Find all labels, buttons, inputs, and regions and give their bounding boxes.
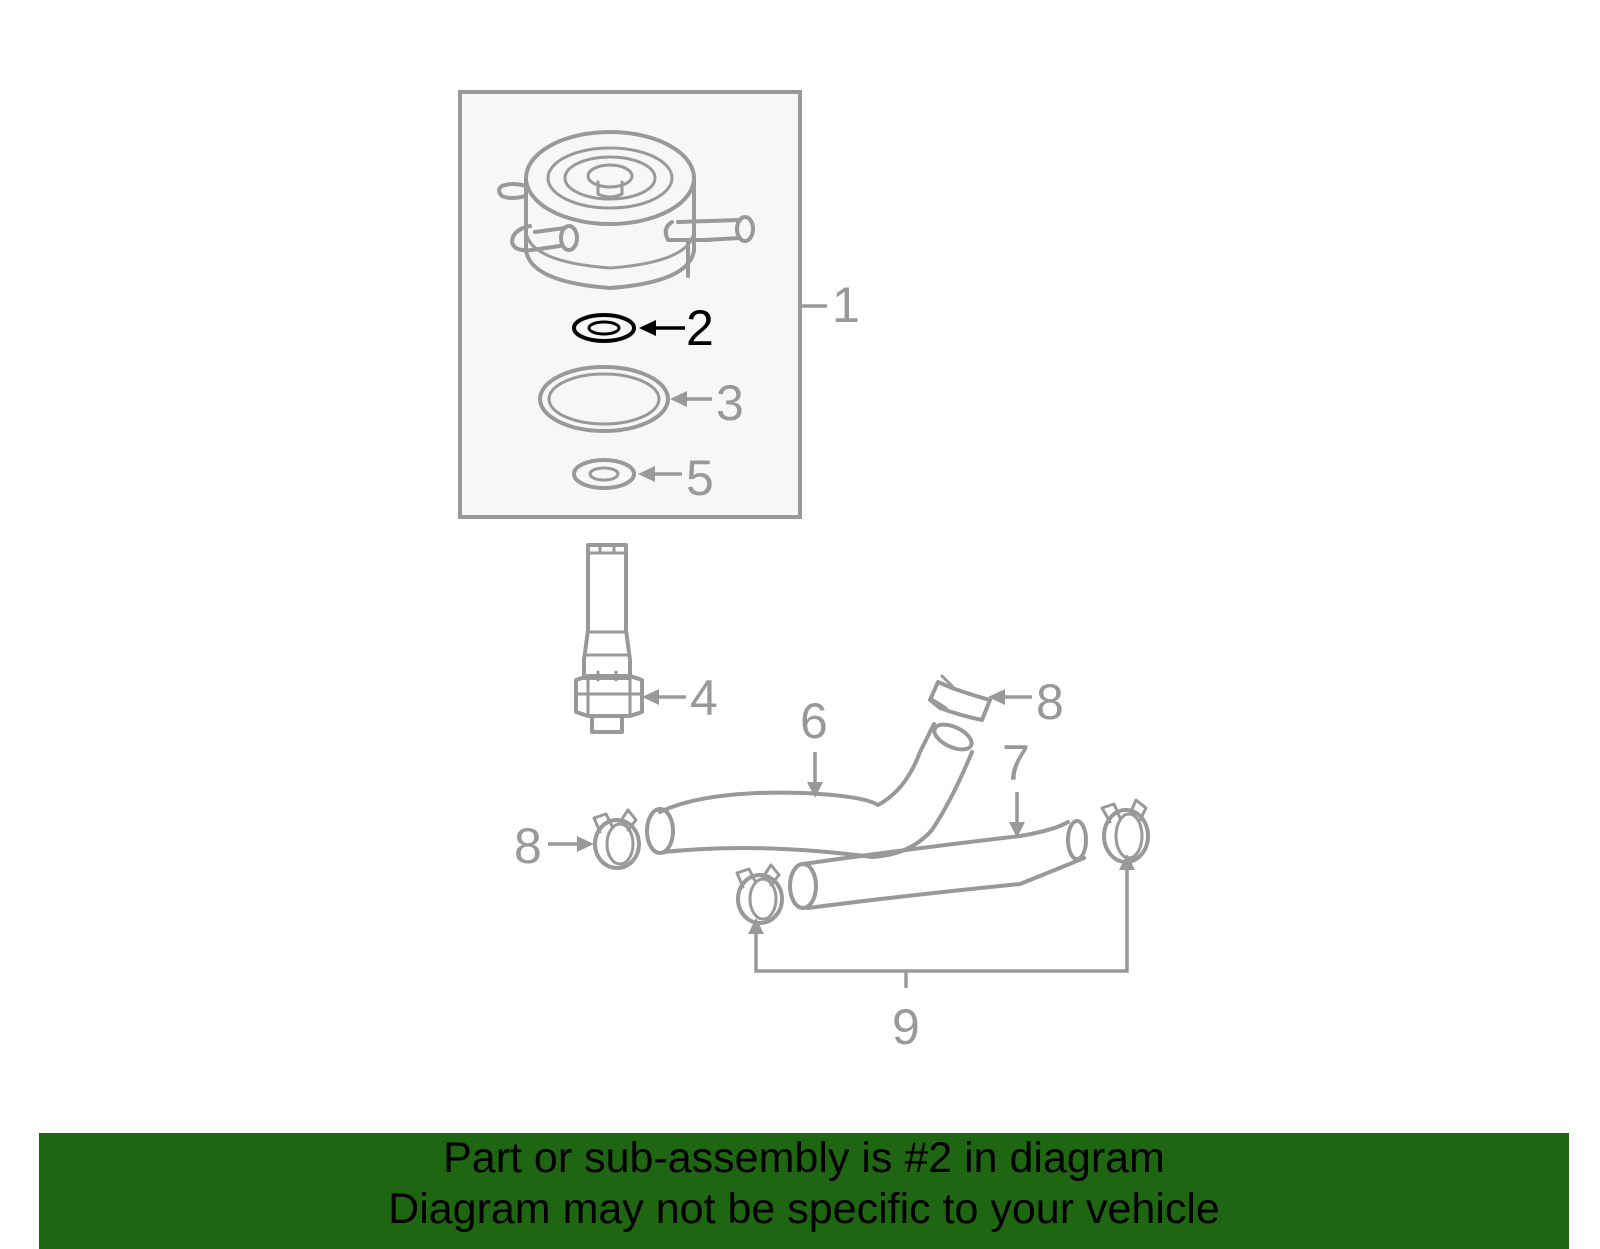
arrow-2 xyxy=(639,320,656,336)
info-banner: Part or sub-assembly is #2 in diagram Di… xyxy=(39,1133,1569,1249)
part-6-hose-icon[interactable] xyxy=(645,719,975,859)
assembly-box xyxy=(458,90,802,519)
arrow-3 xyxy=(670,391,687,407)
part-5-washer-inner xyxy=(588,466,620,482)
part-3-gasket-inner xyxy=(547,372,661,426)
part-8-clamp-left-icon[interactable] xyxy=(592,808,641,870)
callout-5: 5 xyxy=(686,450,714,506)
part-2-oring-icon[interactable] xyxy=(572,313,636,343)
part-9-clamp-right-icon[interactable] xyxy=(1100,798,1150,864)
part-5-washer-icon[interactable] xyxy=(572,458,636,490)
callout-2[interactable]: 2 xyxy=(686,300,714,356)
callout-3: 3 xyxy=(716,375,744,431)
callout-1: 1 xyxy=(832,277,860,333)
part-7-hose-icon[interactable] xyxy=(788,819,1088,910)
arrow-8-top xyxy=(988,689,1005,705)
banner-line-2: Diagram may not be specific to your vehi… xyxy=(388,1185,1220,1233)
callout-8-left: 8 xyxy=(514,818,542,874)
part-4-union-bolt-icon[interactable] xyxy=(574,543,644,734)
part-2-oring-inner xyxy=(587,320,621,336)
part-9-clamp-left-icon[interactable] xyxy=(735,863,784,925)
arrow-8-left xyxy=(577,836,594,852)
part-8-clamp-top-icon[interactable] xyxy=(928,674,992,722)
arrow-9-right xyxy=(1119,854,1135,870)
arrow-9-left xyxy=(748,918,764,934)
arrow-7 xyxy=(1009,822,1025,838)
callout-4: 4 xyxy=(690,670,718,726)
callout-8-top: 8 xyxy=(1036,674,1064,730)
callout-6: 6 xyxy=(800,693,828,749)
callout-7: 7 xyxy=(1002,735,1030,791)
oil-cooler-icon xyxy=(497,130,755,290)
arrow-6 xyxy=(807,782,823,798)
arrow-5 xyxy=(638,466,655,482)
part-3-gasket-icon[interactable] xyxy=(538,365,670,433)
arrow-4 xyxy=(642,689,659,705)
callout-9: 9 xyxy=(892,999,920,1055)
banner-line-1: Part or sub-assembly is #2 in diagram xyxy=(443,1134,1165,1182)
leader-9 xyxy=(754,870,1129,988)
